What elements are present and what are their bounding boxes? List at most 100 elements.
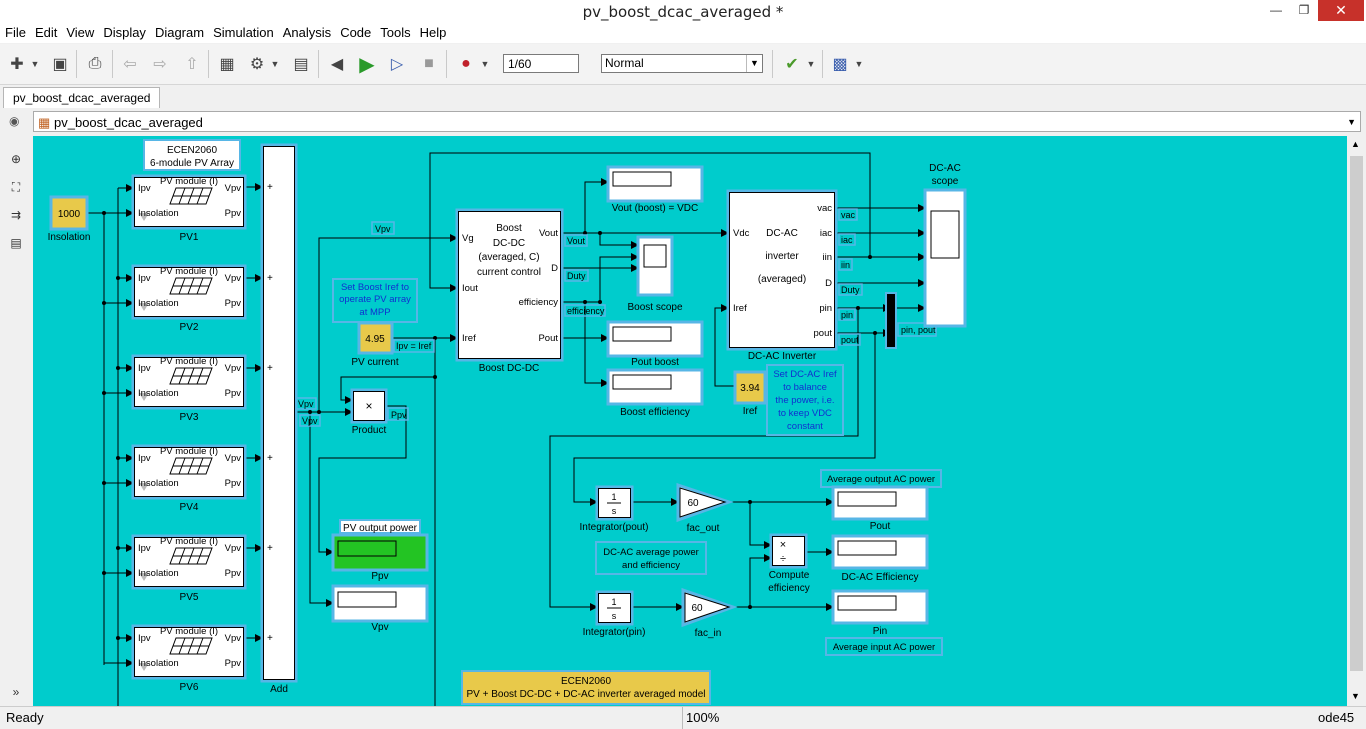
menu-tools[interactable]: Tools	[380, 25, 411, 40]
menu-edit[interactable]: Edit	[34, 25, 58, 40]
scroll-thumb[interactable]	[1350, 156, 1363, 671]
vpv-display[interactable]: Vpv	[331, 584, 429, 633]
scroll-up-icon[interactable]: ▲	[1351, 139, 1360, 149]
pv-port-ipv: Ipv	[138, 633, 151, 644]
step-back-icon[interactable]: ◀	[330, 56, 344, 73]
pv-port-vpv: Vpv	[225, 363, 242, 374]
model-advisor-check-icon[interactable]: ✔	[785, 56, 799, 73]
multiply-symbol: ×	[780, 539, 786, 551]
build-icon[interactable]: ▩	[832, 56, 848, 73]
annotation-icon[interactable]: ▤	[10, 236, 22, 250]
hide-explorer-icon[interactable]: ◉	[9, 114, 20, 128]
model-config-gear-icon[interactable]: ⚙	[249, 56, 265, 73]
tab-model[interactable]: pv_boost_dcac_averaged	[3, 87, 161, 108]
model-path[interactable]: ▦ pv_boost_dcac_averaged ▼	[33, 111, 1361, 132]
simulation-mode-select[interactable]: Normal ▼	[601, 54, 763, 73]
record-dropdown-icon[interactable]: ▼	[480, 59, 490, 69]
dcac-port-vac: vac	[817, 203, 832, 214]
boost-title-1: Boost	[496, 223, 522, 234]
record-icon[interactable]: ●	[461, 55, 471, 72]
save-icon[interactable]: ▣	[52, 56, 68, 73]
integrator-pin-den: s	[612, 611, 617, 621]
menu-simulation[interactable]: Simulation	[213, 25, 274, 40]
print-icon[interactable]: ⎙	[88, 55, 102, 72]
fac-out-value: 60	[687, 498, 699, 509]
integrator-pout[interactable]: 1 s Integrator(pout)	[580, 485, 649, 533]
integrator-pin[interactable]: 1 s Integrator(pin)	[583, 590, 646, 638]
build-dropdown-icon[interactable]: ▼	[854, 59, 864, 69]
model-explorer-icon[interactable]: ▤	[293, 56, 309, 73]
up-arrow-icon[interactable]: ⇧	[185, 56, 199, 73]
iref-constant[interactable]: 3.94 Iref	[733, 370, 767, 417]
run-icon[interactable]: ▶	[359, 53, 375, 76]
compute-eff-2: efficiency	[768, 583, 810, 594]
path-dropdown-icon[interactable]: ▼	[1347, 117, 1356, 127]
model-canvas[interactable]: ECEN2060 6-module PV Array 1000 Insolati…	[33, 136, 1347, 706]
pout-boost-display[interactable]: Pout boost	[606, 320, 704, 368]
scroll-down-icon[interactable]: ▼	[1351, 691, 1360, 701]
ppv-display[interactable]: PV output power Ppv	[331, 519, 429, 582]
library-browser-icon[interactable]: ▦	[219, 56, 235, 73]
menu-file[interactable]: File	[5, 25, 26, 40]
boost-note-line2: operate PV array	[339, 294, 411, 305]
new-dropdown-icon[interactable]: ▼	[30, 59, 40, 69]
dcac-scope[interactable]: DC-AC scope	[923, 163, 967, 328]
fit-to-view-icon[interactable]: ⛶	[11, 180, 21, 194]
fac-out-label: fac_out	[687, 523, 720, 534]
config-dropdown-icon[interactable]: ▼	[270, 59, 280, 69]
vertical-scrollbar[interactable]: ▲ ▼	[1347, 136, 1366, 706]
zoom-level: 100%	[686, 710, 720, 725]
pv-port-insolation: Insolation	[138, 658, 179, 669]
forward-arrow-icon[interactable]: ⇨	[153, 56, 167, 73]
signal-vpv-boost: Vpv	[375, 224, 391, 234]
pv-current-constant[interactable]: 4.95 PV current	[351, 321, 399, 368]
boost-dcdc-block[interactable]: Boost DC-DC (averaged, C) current contro…	[455, 208, 564, 374]
arrow-right-icon[interactable]: ⇉	[10, 208, 22, 222]
close-button[interactable]: ✕	[1318, 0, 1364, 21]
fac-out-gain[interactable]: 60 fac_out	[676, 482, 734, 534]
menu-diagram[interactable]: Diagram	[154, 25, 205, 40]
collapse-palette-icon[interactable]: »	[12, 685, 20, 699]
boost-scope[interactable]: Boost scope	[627, 235, 683, 313]
dcac-efficiency-display[interactable]: DC-AC Efficiency	[831, 534, 929, 583]
product-block[interactable]: × Product	[350, 388, 388, 436]
menu-help[interactable]: Help	[419, 25, 447, 40]
left-palette: ⊕ ⛶ ⇉ ▤ »	[0, 136, 32, 706]
menu-bar: File Edit View Display Diagram Simulation Anal…	[0, 23, 1366, 43]
menu-display[interactable]: Display	[103, 25, 146, 40]
pin-display[interactable]: Pin	[831, 589, 929, 637]
boost-port-vout: Vout	[539, 228, 558, 239]
insolation-value: 1000	[58, 209, 81, 220]
back-arrow-icon[interactable]: ⇦	[123, 56, 137, 73]
boost-efficiency-display[interactable]: Boost efficiency	[606, 368, 704, 418]
insolation-constant[interactable]: 1000 Insolation	[48, 195, 91, 243]
maximize-button[interactable]: ❐	[1298, 3, 1310, 17]
menu-analysis[interactable]: Analysis	[282, 25, 332, 40]
menu-code[interactable]: Code	[340, 25, 372, 40]
menu-view[interactable]: View	[66, 25, 95, 40]
signal-vpv-1: Vpv	[298, 399, 314, 409]
stop-time-input[interactable]: 1/60	[503, 54, 579, 73]
zoom-icon[interactable]: ⊕	[10, 152, 22, 166]
divide-symbol: ÷	[780, 553, 786, 565]
vout-boost-display[interactable]: Vout (boost) = VDC	[606, 165, 704, 214]
avg-output-power-label: Average output AC power	[827, 474, 935, 485]
fac-in-gain[interactable]: 60 fac_in	[681, 587, 738, 639]
minimize-button[interactable]: —	[1270, 3, 1282, 17]
stop-icon[interactable]: ■	[424, 55, 434, 72]
integrator-pin-label: Integrator(pin)	[583, 627, 646, 638]
new-model-icon[interactable]: ✚	[10, 56, 24, 73]
advisor-dropdown-icon[interactable]: ▼	[806, 59, 816, 69]
pin-pout-mux[interactable]: pin, pout	[885, 292, 937, 349]
dcac-inverter-block[interactable]: DC-AC inverter (averaged) DC-AC Inverter…	[726, 189, 838, 362]
step-forward-icon[interactable]: ▷	[390, 56, 404, 73]
pout-display[interactable]: Pout	[831, 485, 929, 532]
compute-efficiency-block[interactable]: × ÷ Compute efficiency	[768, 533, 810, 594]
add-block[interactable]: + + + + + + Add	[260, 143, 298, 695]
